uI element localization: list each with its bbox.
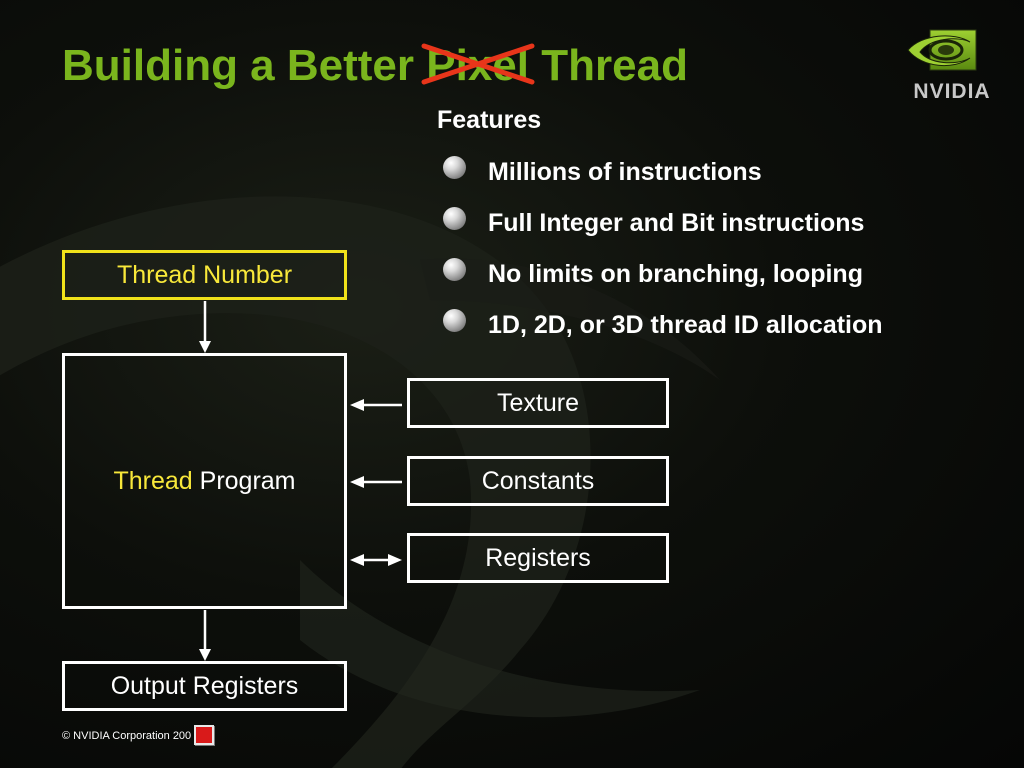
output-registers-label: Output Registers (110, 671, 299, 700)
slide-title: Building a Better Pixel Thread (62, 36, 688, 96)
features-heading: Features (437, 106, 542, 134)
feature-item: Millions of instructions (440, 150, 883, 201)
output-registers-box: Output Registers (62, 661, 347, 711)
bullet-icon (443, 207, 466, 230)
bullet-icon (443, 156, 466, 179)
arrow-texture-to-program (350, 399, 402, 411)
red-square-icon (194, 725, 214, 745)
bullet-icon (443, 258, 466, 281)
feature-item: No limits on branching, looping (440, 252, 883, 303)
arrow-number-to-program (199, 301, 211, 353)
thread-program-label-highlight: Thread (113, 466, 193, 495)
feature-text: 1D, 2D, or 3D thread ID allocation (488, 311, 883, 339)
thread-program-box: Thread Program (62, 353, 347, 609)
constants-box: Constants (407, 456, 669, 506)
nvidia-eye-icon (907, 29, 977, 71)
feature-text: Full Integer and Bit instructions (488, 209, 865, 237)
thread-program-label-rest: Program (199, 466, 296, 495)
arrow-registers-bidirectional (350, 554, 402, 566)
feature-text: Millions of instructions (488, 158, 762, 186)
title-struck-word: Pixel (421, 36, 535, 96)
registers-label: Registers (485, 543, 591, 572)
constants-label: Constants (481, 466, 595, 495)
strikethrough-x-icon (421, 43, 535, 85)
bullet-icon (443, 309, 466, 332)
feature-list: Millions of instructions Full Integer an… (440, 150, 883, 354)
texture-label: Texture (497, 388, 579, 417)
nvidia-logo: NVIDIA (900, 28, 1004, 104)
feature-item: Full Integer and Bit instructions (440, 201, 883, 252)
nvidia-wordmark: NVIDIA (913, 80, 991, 103)
feature-text: No limits on branching, looping (488, 260, 863, 288)
registers-box: Registers (407, 533, 669, 583)
title-text-before: Building a Better (62, 41, 415, 90)
arrow-constants-to-program (350, 476, 402, 488)
title-text-after: Thread (541, 41, 688, 90)
arrow-program-to-output (199, 610, 211, 661)
thread-number-box: Thread Number (62, 250, 347, 300)
texture-box: Texture (407, 378, 669, 428)
feature-item: 1D, 2D, or 3D thread ID allocation (440, 303, 883, 354)
copyright-footer: © NVIDIA Corporation 200 (62, 730, 192, 742)
thread-program-label: Thread Program (113, 467, 295, 496)
thread-number-label: Thread Number (116, 260, 293, 289)
